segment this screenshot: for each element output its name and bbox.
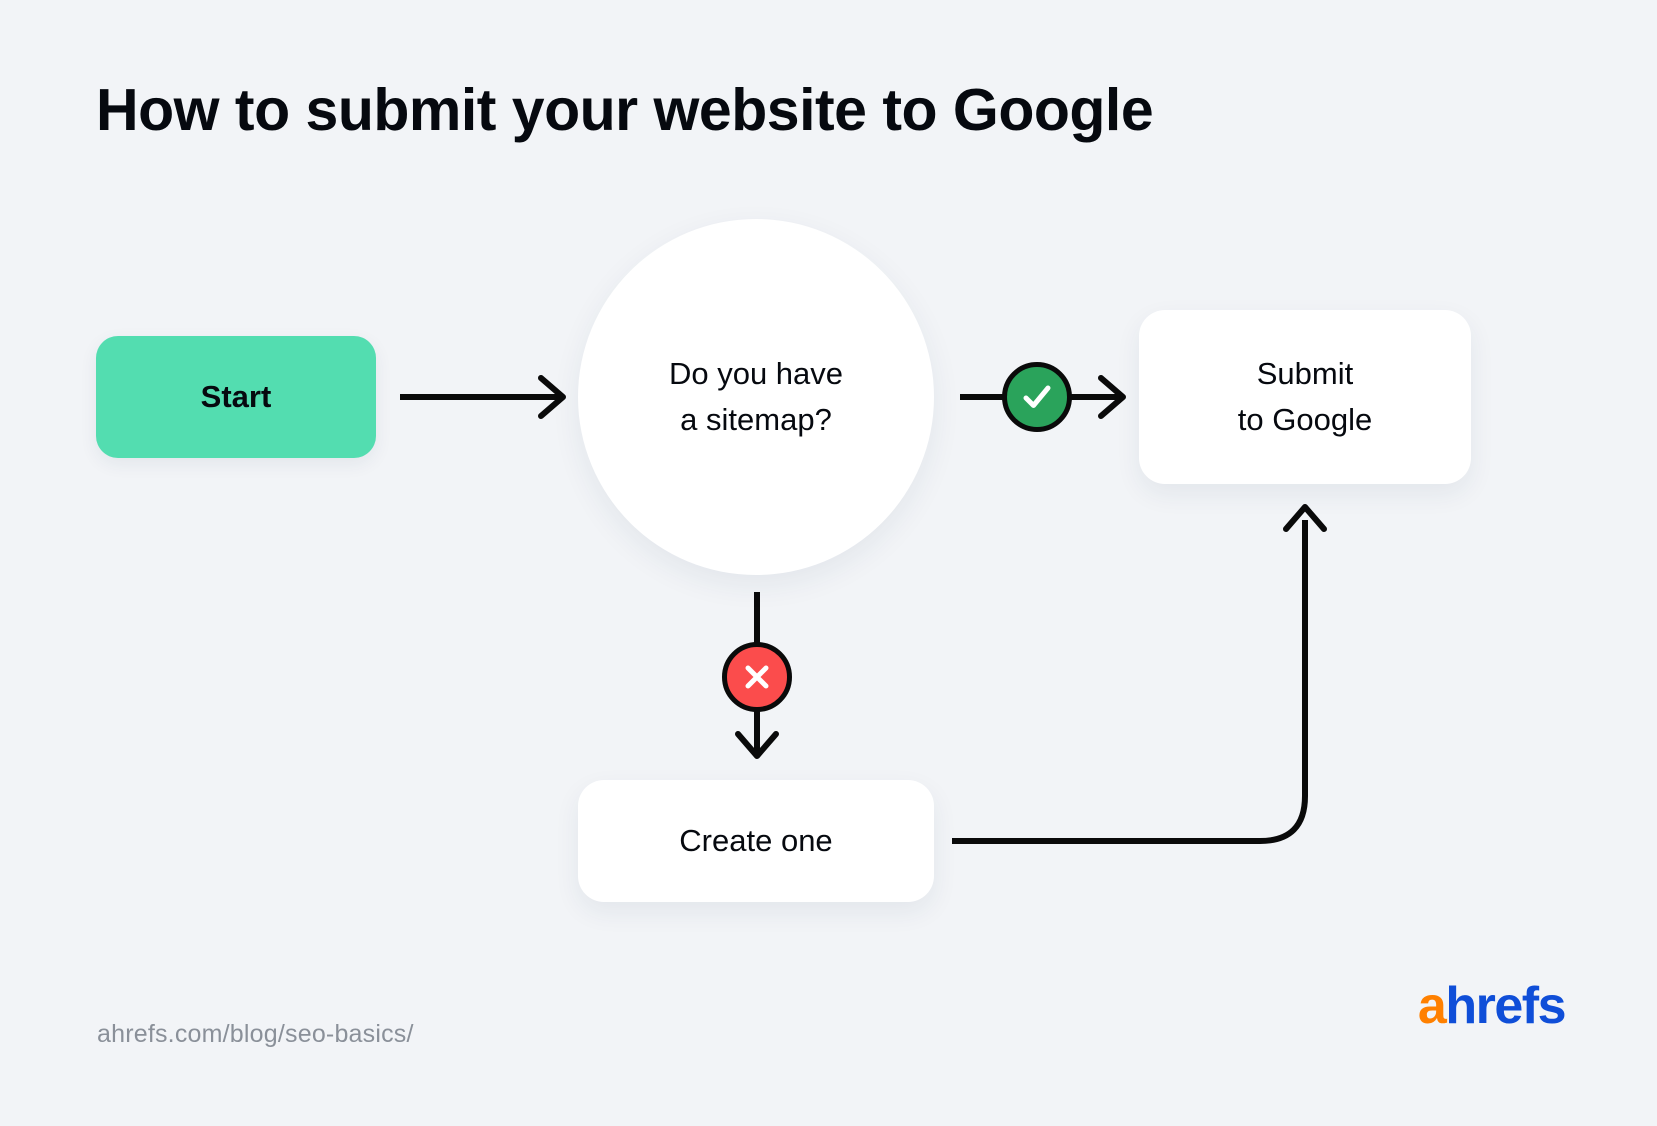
check-glyph [1023,385,1051,408]
node-create-label: Create one [679,823,833,858]
cross-icon [722,642,792,712]
edge-start-to-decision [400,375,566,419]
ahrefs-logo-rest: hrefs [1445,977,1566,1035]
node-start[interactable]: Start [96,336,376,458]
ahrefs-logo-a: a [1417,977,1447,1035]
edge-create-to-submit [952,504,1327,844]
node-submit-label: Submit to Google [1237,355,1373,438]
node-submit-to-google[interactable]: Submit to Google [1139,310,1471,484]
cross-glyph [745,665,769,689]
node-decision-label: Do you have a sitemap? [668,355,844,438]
check-icon [1002,362,1072,432]
source-url: ahrefs.com/blog/seo-basics/ [97,1020,414,1048]
node-decision-sitemap[interactable]: Do you have a sitemap? [578,219,934,575]
page-title: How to submit your website to Google [96,77,1154,143]
ahrefs-logo: ahrefs [1417,977,1567,1035]
node-create-one[interactable]: Create one [578,780,934,902]
node-start-label: Start [200,379,272,414]
